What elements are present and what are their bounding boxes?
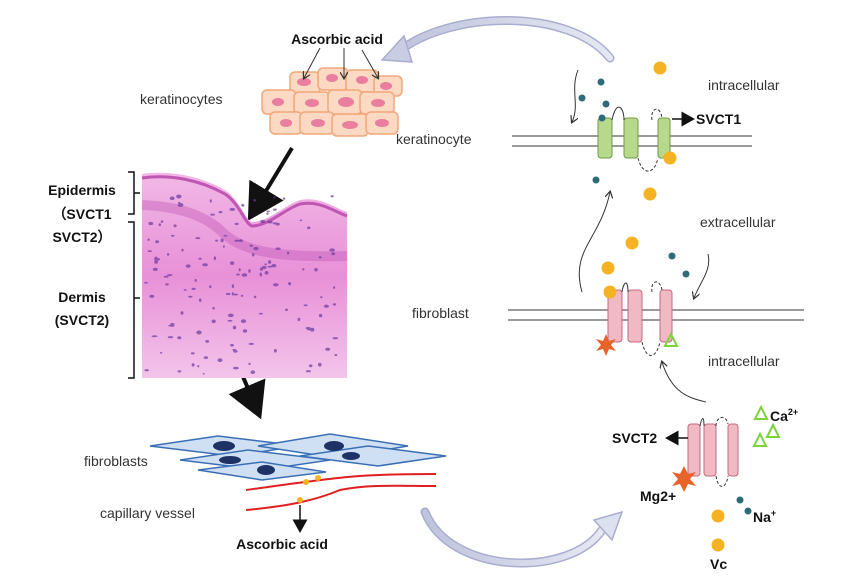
fibroblast-membrane [508, 309, 804, 321]
keratinocytes-label: keratinocytes [140, 91, 222, 107]
layer-brackets [128, 171, 140, 379]
legend-na-dots [736, 496, 752, 515]
svct1-transporter [597, 106, 695, 172]
svct1-label: SVCT1 [696, 111, 741, 127]
intracellular-mid-label: intracellular [708, 353, 780, 369]
ascorbic-acid-top-label: Ascorbic acid [291, 31, 383, 47]
legend-mg-label: Mg2+ [640, 488, 676, 504]
histology-section [141, 172, 348, 378]
keratinocyte-cluster [261, 47, 403, 137]
dermis-transporter: (SVCT2) [55, 312, 109, 328]
legend-svct2-label: SVCT2 [612, 430, 657, 446]
legend-vc-dots [711, 509, 725, 552]
ascorbic-acid-bottom-label: Ascorbic acid [236, 536, 328, 552]
intracellular-top-label: intracellular [708, 77, 780, 93]
arrow-to-tissue [247, 146, 294, 221]
arrow-legend-to-membrane [662, 362, 707, 403]
epidermis-transporters-2: SVCT2） [52, 229, 111, 245]
keratinocyte-label: keratinocyte [396, 131, 472, 147]
svct2-legend-transporter [665, 417, 739, 487]
fibroblast-cells [149, 433, 447, 481]
legend-vc-label: Vc [710, 556, 727, 572]
fibroblast-label: fibroblast [412, 305, 469, 321]
epidermis-label: Epidermis [48, 182, 116, 198]
legend-mg-star [672, 466, 696, 492]
molecules-top [572, 61, 710, 299]
epidermis-transporters-1: （SVCT1 [52, 206, 111, 222]
legend-ca-label: Ca2+ [770, 407, 798, 424]
extracellular-label: extracellular [700, 214, 776, 230]
svct2-membrane-transporter [596, 281, 679, 356]
capillary-vessel [245, 473, 437, 533]
legend-ca-triangles [752, 404, 781, 447]
cycle-arrow-top [380, 16, 615, 63]
dermis-label: Dermis [58, 289, 106, 305]
capillary-vessel-label: capillary vessel [100, 505, 195, 521]
legend-na-label: Na+ [753, 508, 776, 525]
fibroblasts-label: fibroblasts [84, 453, 148, 469]
cycle-arrow-bottom [420, 507, 624, 568]
